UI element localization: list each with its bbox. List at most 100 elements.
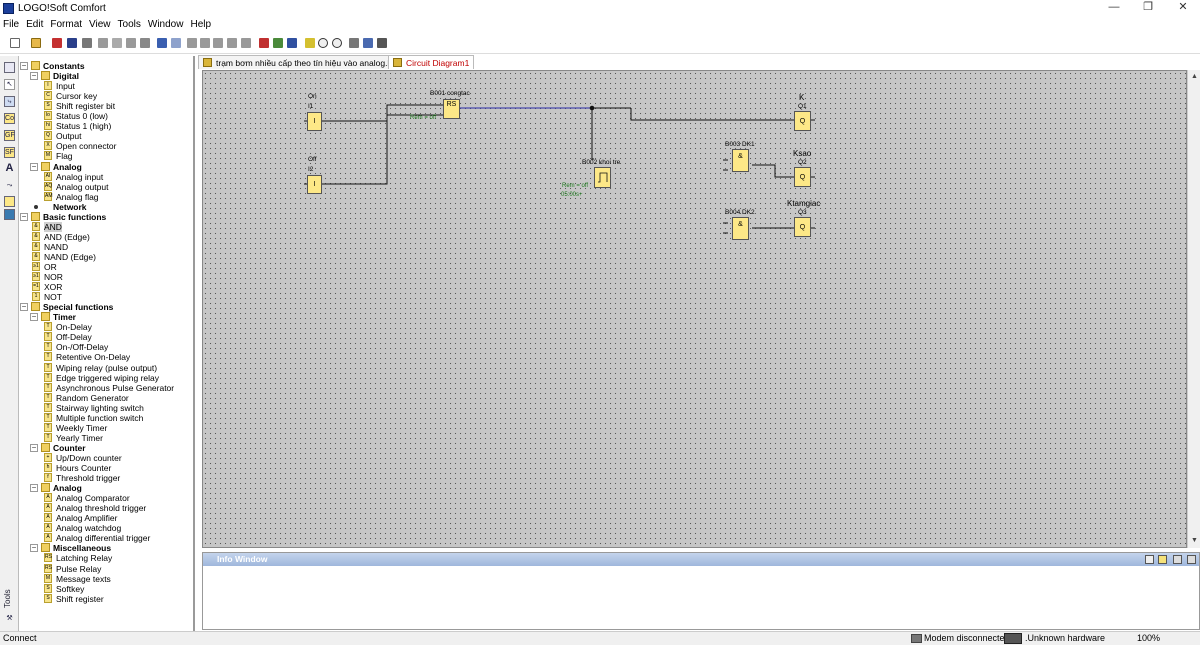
help-cursor-icon[interactable]	[377, 38, 387, 48]
collapse-toggle-icon[interactable]: −	[30, 442, 38, 452]
cut-connection-icon[interactable]: ⤳	[6, 182, 13, 189]
on-delay-timer-block[interactable]	[594, 167, 611, 188]
info-copy-icon[interactable]	[1145, 555, 1154, 564]
function-block-icon: &	[32, 251, 40, 261]
constants-tool-icon[interactable]	[4, 62, 15, 73]
maximize-button[interactable]: ❐	[1143, 1, 1153, 13]
tree-item-label: On-/Off-Delay	[56, 342, 109, 353]
scroll-down-arrow-icon[interactable]: ▼	[1191, 537, 1198, 544]
vertical-scrollbar[interactable]: ▲ ▼	[1187, 70, 1200, 548]
scroll-up-arrow-icon[interactable]: ▲	[1191, 73, 1198, 80]
align-top-icon[interactable]	[227, 38, 237, 48]
collapse-toggle-icon[interactable]: −	[20, 302, 28, 312]
tools-wrench-icon[interactable]: ⚒	[6, 615, 13, 622]
fit-view-icon[interactable]	[349, 38, 359, 48]
tree-item-label: Flag	[56, 151, 73, 162]
close-button[interactable]: ✕	[1178, 1, 1188, 13]
connect-tool-icon[interactable]: ⤷	[4, 96, 15, 107]
tree-item-label: Analog	[53, 483, 82, 494]
tree-item-label: XOR	[44, 282, 63, 293]
b003-label: B003 DK1	[725, 141, 755, 148]
output-block-q1[interactable]: Q	[794, 111, 811, 131]
tree-item-label: Shift register bit	[56, 101, 116, 112]
open-folder-icon[interactable]	[31, 38, 41, 48]
output-block-q3[interactable]: Q	[794, 217, 811, 237]
menu-help[interactable]: Help	[190, 19, 212, 30]
close-file-icon[interactable]	[52, 38, 62, 48]
modem-icon	[911, 634, 922, 643]
collapse-toggle-icon[interactable]: −	[20, 211, 28, 221]
info-clear-icon[interactable]	[1158, 555, 1167, 564]
network-bullet-icon	[34, 204, 38, 209]
output-block-q2[interactable]: Q	[794, 167, 811, 187]
tree-item-label: Stairway lighting switch	[56, 402, 144, 413]
function-block-icon: T	[44, 332, 52, 342]
rs-latching-relay-block[interactable]: RS	[443, 99, 460, 119]
gf-basic-functions-icon[interactable]: GF	[4, 130, 15, 141]
folder-icon	[31, 61, 40, 70]
sf-special-functions-icon[interactable]: SF	[4, 147, 15, 158]
collapse-toggle-icon[interactable]: −	[30, 161, 38, 171]
menu-view[interactable]: View	[89, 19, 111, 30]
text-tool-icon[interactable]: A	[5, 162, 14, 174]
menu-window[interactable]: Window	[147, 19, 184, 30]
simulation-mode-icon[interactable]	[4, 209, 15, 220]
menu-edit[interactable]: Edit	[26, 19, 44, 30]
new-file-icon[interactable]	[10, 38, 20, 48]
status-hardware: .Unknown hardware	[1025, 633, 1106, 643]
zoom-in-icon[interactable]	[318, 38, 328, 48]
page-layout-icon[interactable]	[363, 38, 373, 48]
function-block-icon: ≥1	[32, 262, 40, 271]
tree-item-label: Analog input	[56, 171, 104, 182]
print-icon[interactable]	[82, 38, 92, 48]
menu-file[interactable]: File	[3, 19, 20, 30]
function-block-icon: C	[44, 91, 52, 101]
split-connection-icon[interactable]	[4, 196, 15, 207]
redo-icon[interactable]	[171, 38, 181, 48]
tree-item-label: Analog threshold trigger	[56, 503, 147, 514]
input-block-i1[interactable]: I	[307, 112, 322, 131]
collapse-toggle-icon[interactable]: −	[30, 483, 38, 493]
hardware-icon	[1004, 633, 1022, 644]
function-block-icon: T	[44, 342, 52, 352]
and-block-b004[interactable]: &	[732, 217, 749, 240]
tab-project-file[interactable]: trạm bơm nhiều cấp theo tín hiệu vào ana…	[198, 55, 403, 69]
tree-item-label: Analog	[53, 161, 82, 172]
input-block-i2[interactable]: I	[307, 175, 322, 194]
copy-icon[interactable]	[112, 38, 122, 48]
align-bottom-icon[interactable]	[241, 38, 251, 48]
tree-item-label: Digital	[53, 71, 79, 82]
save-icon[interactable]	[67, 38, 77, 48]
collapse-toggle-icon[interactable]: −	[30, 312, 38, 322]
simulation-icon[interactable]	[287, 38, 297, 48]
pencil-icon[interactable]	[305, 38, 315, 48]
tree-item-label: On-Delay	[56, 322, 92, 333]
tab-circuit-diagram1[interactable]: Circuit Diagram1	[388, 55, 475, 69]
select-pointer-icon[interactable]: ↖	[4, 79, 15, 90]
menu-tools[interactable]: Tools	[117, 19, 141, 30]
cut-icon[interactable]	[98, 38, 108, 48]
connector-icon[interactable]	[259, 38, 269, 48]
paste-icon[interactable]	[126, 38, 136, 48]
info-window: Info Window	[202, 552, 1200, 630]
undo-icon[interactable]	[157, 38, 167, 48]
tab-label: Circuit Diagram1	[406, 58, 470, 68]
align-right-icon[interactable]	[213, 38, 223, 48]
info-close-icon[interactable]	[1187, 555, 1196, 564]
collapse-toggle-icon[interactable]: −	[30, 543, 38, 553]
menu-format[interactable]: Format	[50, 19, 83, 30]
tree-item-label: Threshold trigger	[56, 473, 121, 484]
split-icon[interactable]	[273, 38, 283, 48]
minimize-button[interactable]: —	[1108, 1, 1120, 13]
co-constants-icon[interactable]: Co	[4, 113, 15, 124]
collapse-toggle-icon[interactable]: −	[30, 71, 38, 81]
info-restore-icon[interactable]	[1173, 555, 1182, 564]
tree-item-label: Up/Down counter	[56, 452, 122, 463]
and-block-b003[interactable]: &	[732, 149, 749, 172]
zoom-out-icon[interactable]	[332, 38, 342, 48]
circuit-canvas[interactable]: On I1 I Off I2 I B001 congtac RS Rem = o…	[202, 70, 1187, 548]
delete-icon[interactable]	[140, 38, 150, 48]
align-center-icon[interactable]	[200, 38, 210, 48]
align-left-icon[interactable]	[187, 38, 197, 48]
collapse-toggle-icon[interactable]: −	[20, 61, 28, 70]
